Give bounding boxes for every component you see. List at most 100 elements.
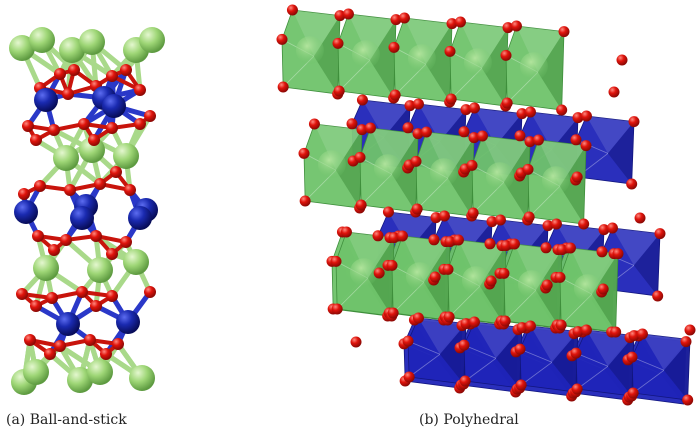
green-octahedron-inner-atom: [573, 274, 602, 303]
oxygen-atom: [627, 387, 639, 399]
blue-octahedron-highlight: [418, 318, 466, 355]
green-octahedron-shade: [391, 133, 418, 212]
oxygen-atom: [554, 271, 566, 283]
oxygen-atom: [468, 102, 480, 114]
green-octahedron: [471, 135, 531, 221]
oxygen-atom: [30, 134, 42, 146]
oxygen-atom: [626, 178, 638, 190]
green-octahedron-inner-atom: [349, 258, 378, 287]
green-octahedron: [503, 243, 563, 329]
oxygen-atom: [398, 12, 410, 24]
oxygen-atom: [48, 124, 60, 136]
oxygen-atom: [476, 130, 488, 142]
oxygen-atom: [540, 242, 552, 254]
oxygen-atom: [524, 320, 536, 332]
oxygen-atom: [486, 216, 498, 228]
oxygen-atom: [78, 118, 90, 130]
oxygen-atom: [442, 263, 454, 275]
oxygen-atom: [90, 300, 102, 312]
blue-octahedron-edge: [464, 357, 497, 382]
green-atom: [79, 29, 105, 55]
blue-octahedron-highlight: [556, 224, 604, 262]
green-octahedron-highlight: [516, 26, 564, 73]
oxygen-atom: [106, 122, 118, 134]
oxygen-atom: [578, 218, 590, 230]
oxygen-atom: [112, 338, 124, 350]
oxygen-atom: [597, 283, 609, 295]
oxygen-atom: [120, 64, 132, 76]
oxygen-atom: [106, 70, 118, 82]
oxygen-atom: [652, 290, 664, 302]
oxygen-atom: [524, 106, 536, 118]
blue-atom: [128, 206, 152, 230]
oxygen-atom: [572, 112, 584, 124]
oxygen-atom: [355, 199, 367, 211]
green-octahedron: [415, 131, 475, 217]
oxygen-atom: [514, 130, 526, 142]
oxygen-atom: [88, 134, 100, 146]
oxygen-atom: [523, 211, 535, 223]
oxygen-atom: [606, 222, 618, 234]
oxygen-atom: [485, 275, 497, 287]
oxygen-atom: [556, 244, 568, 256]
oxygen-atom: [350, 336, 362, 348]
oxygen-atom: [571, 383, 583, 395]
oxygen-atom: [564, 242, 576, 254]
oxygen-atom: [403, 371, 415, 383]
oxygen-atom: [331, 303, 343, 315]
oxygen-atom: [580, 110, 592, 122]
blue-atom: [56, 312, 80, 336]
green-octahedron-inner-atom: [405, 262, 434, 291]
blue-octahedron-highlight: [362, 100, 410, 138]
blue-atom: [116, 310, 140, 334]
oxygen-atom: [454, 16, 466, 28]
oxygen-atom: [443, 311, 455, 323]
blue-octahedron-shade: [439, 323, 466, 384]
green-octahedron: [335, 231, 395, 317]
oxygen-atom: [571, 171, 583, 183]
green-atom: [139, 27, 165, 53]
oxygen-atom: [612, 248, 624, 260]
green-octahedron-highlight: [570, 248, 618, 295]
green-atom: [33, 255, 59, 281]
green-octahedron-shade: [369, 19, 396, 99]
blue-octahedron-shade: [607, 335, 634, 396]
blue-octahedron-edge: [575, 139, 609, 154]
oxygen-atom: [572, 326, 584, 338]
oxygen-atom: [498, 267, 510, 279]
oxygen-atom: [404, 100, 416, 112]
oxygen-atom: [532, 134, 544, 146]
blue-octahedron-shade: [607, 121, 634, 184]
green-octahedron-highlight: [292, 10, 340, 57]
oxygen-atom: [54, 68, 66, 80]
oxygen-atom: [484, 238, 496, 250]
oxygen-atom: [387, 307, 399, 319]
oxygen-atom: [684, 324, 696, 336]
green-octahedron: [391, 235, 451, 321]
oxygen-atom: [499, 315, 511, 327]
oxygen-atom: [458, 339, 470, 351]
oxygen-atom: [110, 166, 122, 178]
green-atom: [53, 145, 79, 171]
oxygen-atom: [550, 218, 562, 230]
blue-octahedron-edge: [463, 344, 497, 359]
oxygen-atom: [277, 81, 289, 93]
oxygen-atom: [610, 326, 622, 338]
green-octahedron-highlight: [346, 232, 394, 279]
green-octahedron-highlight: [426, 132, 474, 179]
green-octahedron-highlight: [482, 136, 530, 183]
green-octahedron-shade: [335, 129, 362, 208]
green-atom: [129, 365, 155, 391]
crystal-structure-figure: [9, 4, 696, 406]
blue-octahedron-highlight: [444, 216, 492, 254]
oxygen-atom: [386, 259, 398, 271]
oxygen-atom: [32, 230, 44, 242]
oxygen-atom: [44, 348, 56, 360]
oxygen-atom: [106, 248, 118, 260]
blue-octahedron: [631, 333, 691, 401]
oxygen-atom: [144, 286, 156, 298]
oxygen-atom: [466, 159, 478, 171]
oxygen-atom: [608, 86, 620, 98]
blue-octahedron-highlight: [418, 104, 466, 142]
oxygen-atom: [468, 132, 480, 144]
